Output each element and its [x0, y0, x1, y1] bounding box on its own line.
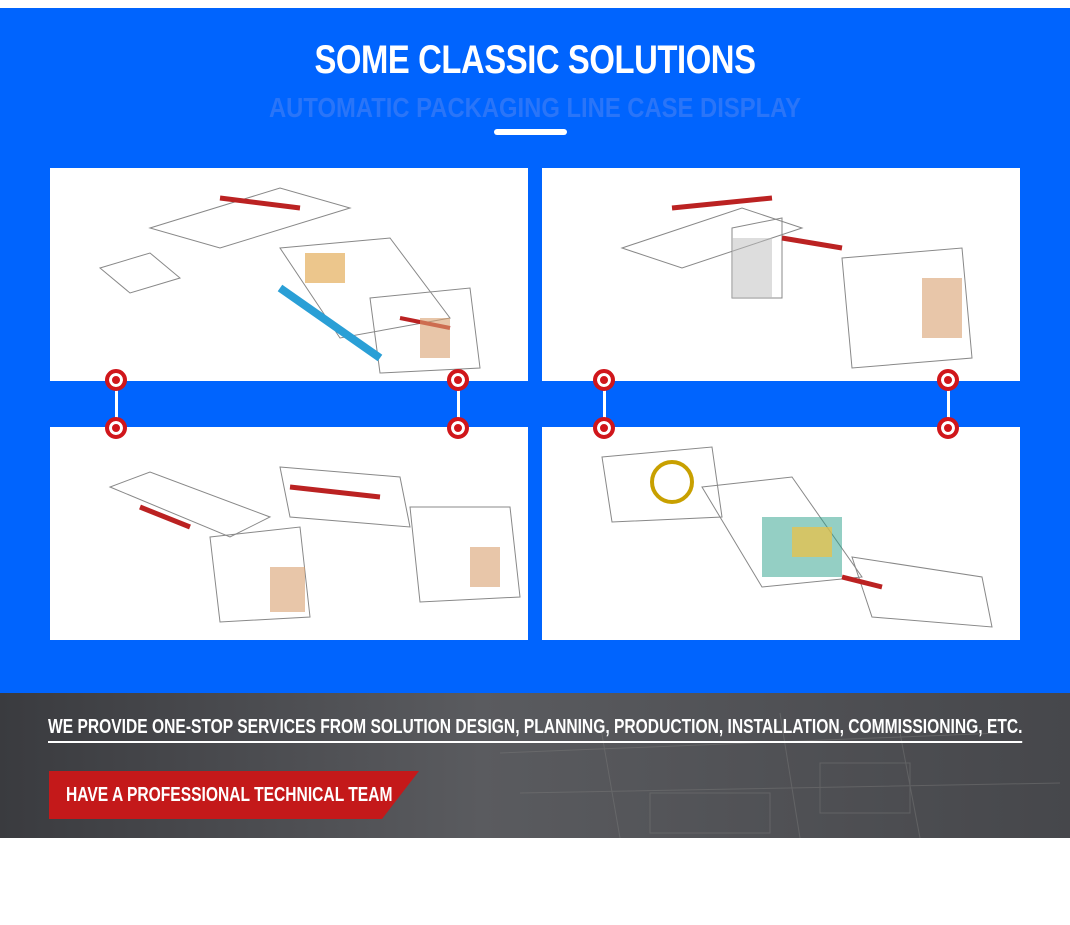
section-subtitle: AUTOMATIC PACKAGING LINE CASE DISPLAY: [268, 92, 802, 123]
connector-line: [947, 380, 950, 428]
case-image-4[interactable]: [542, 427, 1020, 640]
case-image-1[interactable]: [50, 168, 528, 381]
team-label-badge[interactable]: HAVE A PROFESSIONAL TECHNICAL TEAM: [49, 771, 419, 819]
connector-dot: [937, 369, 959, 391]
connector-line: [603, 380, 606, 428]
machine-drawing: [601, 446, 993, 628]
section-title: SOME CLASSIC SOLUTIONS: [314, 38, 756, 82]
connector-dot: [593, 369, 615, 391]
machine-drawing: [108, 466, 521, 623]
team-label: HAVE A PROFESSIONAL TECHNICAL TEAM: [66, 784, 393, 806]
connector-dot: [593, 417, 615, 439]
connector-dot: [447, 417, 469, 439]
connector-dot: [105, 369, 127, 391]
connector-dot: [447, 369, 469, 391]
machine-drawing: [620, 195, 973, 369]
connector-line: [457, 380, 460, 428]
connector-dot: [105, 417, 127, 439]
title-divider: [494, 129, 567, 135]
services-text: WE PROVIDE ONE-STOP SERVICES FROM SOLUTI…: [48, 716, 1023, 743]
case-image-3[interactable]: [50, 427, 528, 640]
connector-line: [115, 380, 118, 428]
machine-drawing: [98, 187, 481, 374]
case-image-2[interactable]: [542, 168, 1020, 381]
blueprint-background: [499, 712, 1061, 838]
connector-dot: [937, 417, 959, 439]
